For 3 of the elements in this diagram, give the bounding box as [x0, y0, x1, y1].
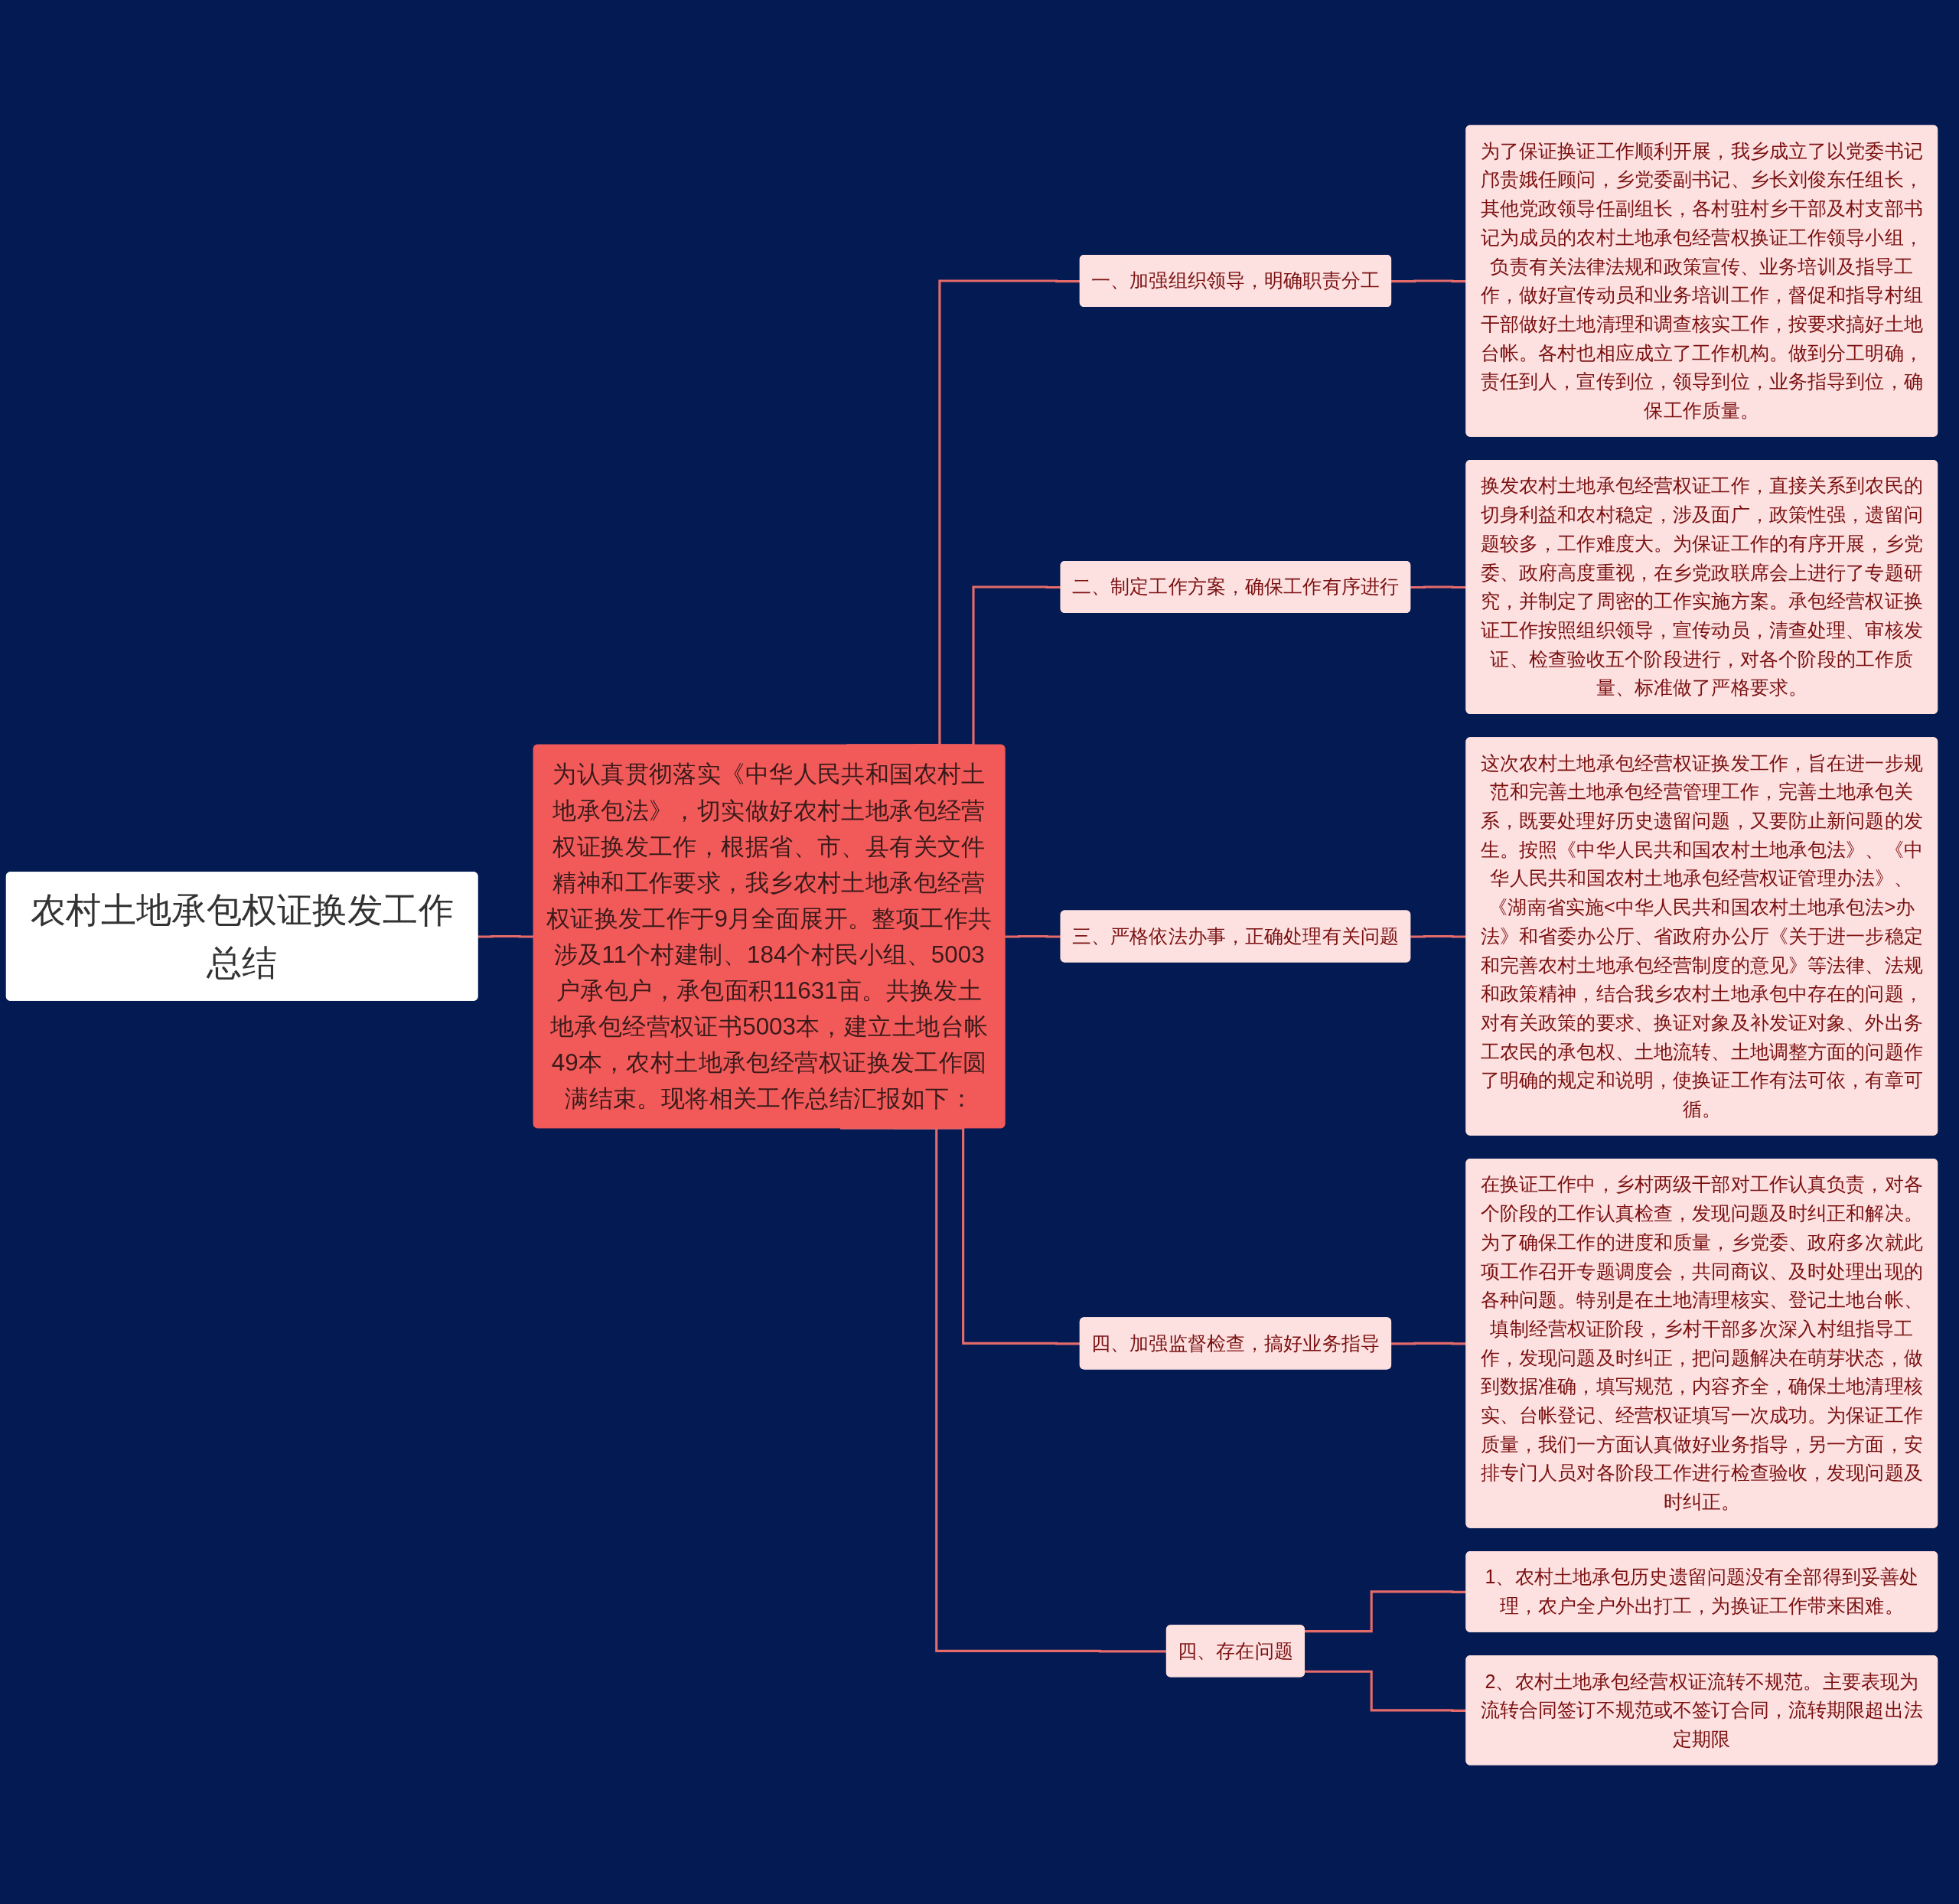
- connector: [478, 934, 534, 938]
- connector: [1005, 934, 1061, 938]
- connector: [839, 1126, 1167, 1653]
